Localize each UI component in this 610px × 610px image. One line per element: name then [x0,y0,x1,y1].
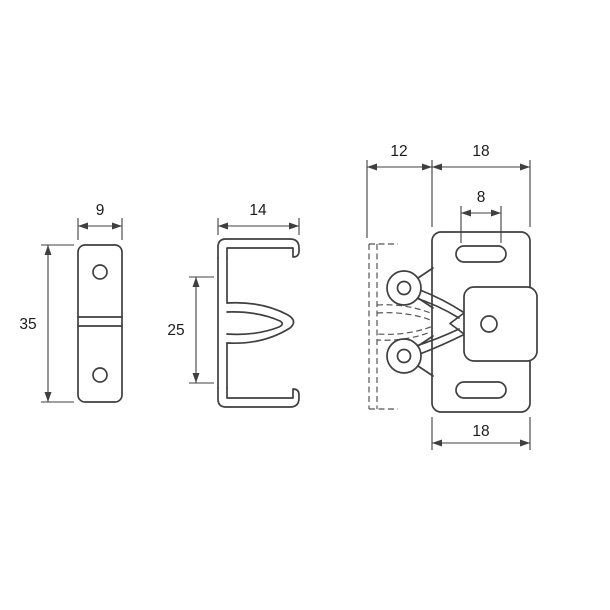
strike-width-label: 9 [96,202,105,219]
view-strike-plate: 9 35 [19,202,123,403]
strike-plate-hole-top [92,264,108,280]
catch-side-height-label: 25 [167,322,184,339]
body-width-bottom-label: 18 [472,423,489,440]
view-catch-side-profile: 14 25 [167,202,300,408]
roller-top [386,270,422,306]
strike-height-label: 35 [19,316,36,333]
spring-arm-upper-inner [419,289,464,313]
catch-body-slot-top [455,245,507,263]
roller-top-pin [396,280,412,296]
catch-knob [463,286,538,362]
slot-width-label: 8 [477,189,486,206]
roller-bottom-bracket-lower [417,365,434,377]
catch-body-slot-bottom [455,381,507,399]
body-width-top-label: 18 [472,143,489,160]
catch-side-width-label: 14 [249,202,267,219]
catch-profile-bottom-lip [217,387,300,408]
catch-profile-loop-outer [226,301,295,345]
spring-arm-lower-inner [419,334,464,355]
roller-bottom-bracket-upper [417,335,434,347]
hidden-prong-outline-inner [376,312,437,335]
roller-bottom-pin [396,348,412,364]
catch-profile-loop-inner [226,311,284,336]
roller-top-bracket-lower [417,297,434,309]
strike-plate-hole-bottom [92,367,108,383]
catch-profile-top-lip [217,238,300,259]
strike-plate-outline [77,244,123,403]
catch-knob-hole [480,315,498,333]
roller-top-bracket-upper [417,267,434,279]
roller-bottom [386,338,422,374]
spring-arm-tip [449,312,465,335]
hidden-prong-outline-outer [376,304,447,341]
roller-offset-label: 12 [390,143,407,160]
view-catch-front: 12 18 8 18 [366,143,538,450]
